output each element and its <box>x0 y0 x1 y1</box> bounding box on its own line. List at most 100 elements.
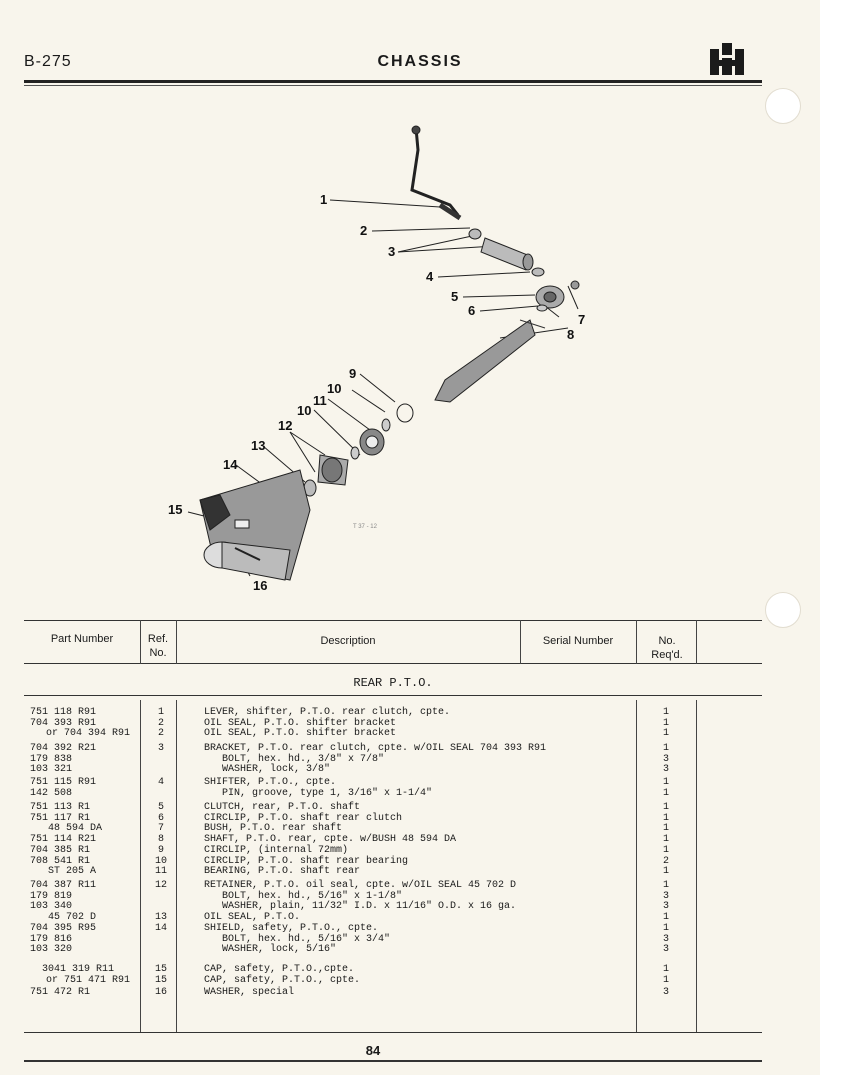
page-code: B-275 <box>24 53 72 70</box>
quantity: 3 <box>662 944 669 956</box>
part-number: 45 702 D <box>48 912 97 924</box>
callout-label: 1 <box>320 192 327 207</box>
ref-number: 3 <box>157 743 164 754</box>
quantity: 1 <box>662 777 669 788</box>
quantity: 1 <box>662 823 669 835</box>
callout-label: 12 <box>278 418 292 433</box>
part-number: 751 113 R1 <box>30 802 91 813</box>
quantity: 1 <box>662 802 669 813</box>
part-number: 103 320 <box>30 944 73 956</box>
description: CAP, safety, P.T.O.,cpte. <box>204 964 355 975</box>
ref-number: 5 <box>157 802 164 813</box>
quantity: 1 <box>662 922 669 934</box>
quantity: 1 <box>662 707 669 718</box>
binder-hole <box>765 592 801 628</box>
part-number: 103 340 <box>30 901 73 913</box>
column-divider <box>176 700 177 1032</box>
part-number: 179 816 <box>30 933 73 945</box>
table-row: 751 113 R1 5 CLUTCH, rear, P.T.O. shaft 1 <box>0 803 762 813</box>
quantity: 1 <box>662 880 669 891</box>
description: PIN, groove, type 1, 3/16" x 1-1/4" <box>204 787 433 799</box>
description: CAP, safety, P.T.O., cpte. <box>204 974 361 986</box>
ref-number: 12 <box>154 880 167 891</box>
table-row: 704 387 R11 12 RETAINER, P.T.O. oil seal, … <box>0 881 762 891</box>
quantity: 2 <box>662 855 669 867</box>
column-divider <box>636 620 637 664</box>
part-number: 3041 319 R11 <box>42 964 115 975</box>
part-number: 751 114 R21 <box>30 834 97 846</box>
header-description: Description <box>320 635 376 647</box>
ref-number: 4 <box>157 777 164 788</box>
section-title: REAR P.T.O. <box>353 676 433 690</box>
table-row: 103 320 WASHER, lock, 5/16"3 <box>0 945 762 955</box>
footer-rule <box>24 1060 762 1062</box>
description: BRACKET, P.T.O. rear clutch, cpte. w/OIL… <box>204 743 547 754</box>
callout-label: 9 <box>349 366 356 381</box>
description: BOLT, hex. hd., 5/16" x 1-1/8" <box>204 890 403 902</box>
part-number: 704 393 R91 <box>30 717 97 729</box>
description: SHAFT, P.T.O. rear, cpte. w/BUSH 48 594 … <box>204 834 457 846</box>
description: BUSH, P.T.O. rear shaft <box>204 823 343 835</box>
description: CIRCLIP, (internal 72mm) <box>204 844 349 856</box>
part-number: 751 118 R91 <box>30 707 97 718</box>
table-row: 751 118 R91 1 LEVER, shifter, P.T.O. rear … <box>0 708 762 718</box>
part-number: or 751 471 R91 <box>45 974 130 986</box>
page-margin <box>820 0 842 1090</box>
table-rule <box>24 663 762 664</box>
description: SHIFTER, P.T.O., cpte. <box>204 777 337 788</box>
table-row: 179 819 BOLT, hex. hd., 5/16" x 1-1/8"3 <box>0 890 762 902</box>
callout-label: 15 <box>168 502 182 517</box>
quantity: 1 <box>662 912 669 924</box>
description: SHIELD, safety, P.T.O., cpte. <box>204 922 379 934</box>
description: LEVER, shifter, P.T.O. rear clutch, cpte… <box>204 707 451 718</box>
quantity: 1 <box>662 974 669 986</box>
header-part-number: Part Number <box>50 633 114 645</box>
table-row: 751 114 R21 8 SHAFT, P.T.O. rear, cpte. w/… <box>0 835 762 845</box>
description: OIL SEAL, P.T.O. shifter bracket <box>204 728 397 740</box>
column-divider <box>176 620 177 664</box>
table-row: 103 321 WASHER, lock, 3/8"3 <box>0 765 762 775</box>
part-number: 179 819 <box>30 890 73 902</box>
column-divider <box>140 700 141 1032</box>
ref-number: 16 <box>154 987 167 998</box>
quantity: 1 <box>662 728 669 740</box>
ref-number: 2 <box>157 728 164 740</box>
catalog-page <box>0 0 820 1075</box>
quantity: 3 <box>662 764 669 776</box>
description: WASHER, plain, 11/32" I.D. x 11/16" O.D.… <box>204 901 517 913</box>
part-number: 48 594 DA <box>48 823 103 835</box>
callout-label: 16 <box>253 578 267 593</box>
part-number: 704 395 R95 <box>30 922 97 934</box>
ref-number: 8 <box>157 834 164 846</box>
quantity: 3 <box>662 987 669 998</box>
table-bottom-rule <box>24 1032 762 1033</box>
ref-number: 11 <box>154 866 167 878</box>
callout-label: 13 <box>251 438 265 453</box>
table-row: 179 838 BOLT, hex. hd., 3/8" x 7/8"3 <box>0 753 762 765</box>
ih-logo-icon <box>710 43 744 75</box>
part-number: 708 541 R1 <box>30 855 91 867</box>
part-number: 704 387 R11 <box>30 880 97 891</box>
part-number: 751 472 R1 <box>30 987 91 998</box>
page-margin-bottom <box>0 1075 842 1090</box>
quantity: 3 <box>662 933 669 945</box>
quantity: 1 <box>662 743 669 754</box>
part-number: 142 508 <box>30 787 73 799</box>
callout-label: 11 <box>313 393 327 408</box>
description: CLUTCH, rear, P.T.O. shaft <box>204 802 361 813</box>
description: BOLT, hex. hd., 3/8" x 7/8" <box>204 753 385 765</box>
description: RETAINER, P.T.O. oil seal, cpte. w/OIL S… <box>204 880 517 891</box>
part-number: 751 117 R1 <box>30 812 91 824</box>
part-number: or 704 394 R91 <box>45 728 130 740</box>
table-row: 179 816 BOLT, hex. hd., 5/16" x 3/4"3 <box>0 933 762 945</box>
ref-number: 6 <box>157 812 164 824</box>
